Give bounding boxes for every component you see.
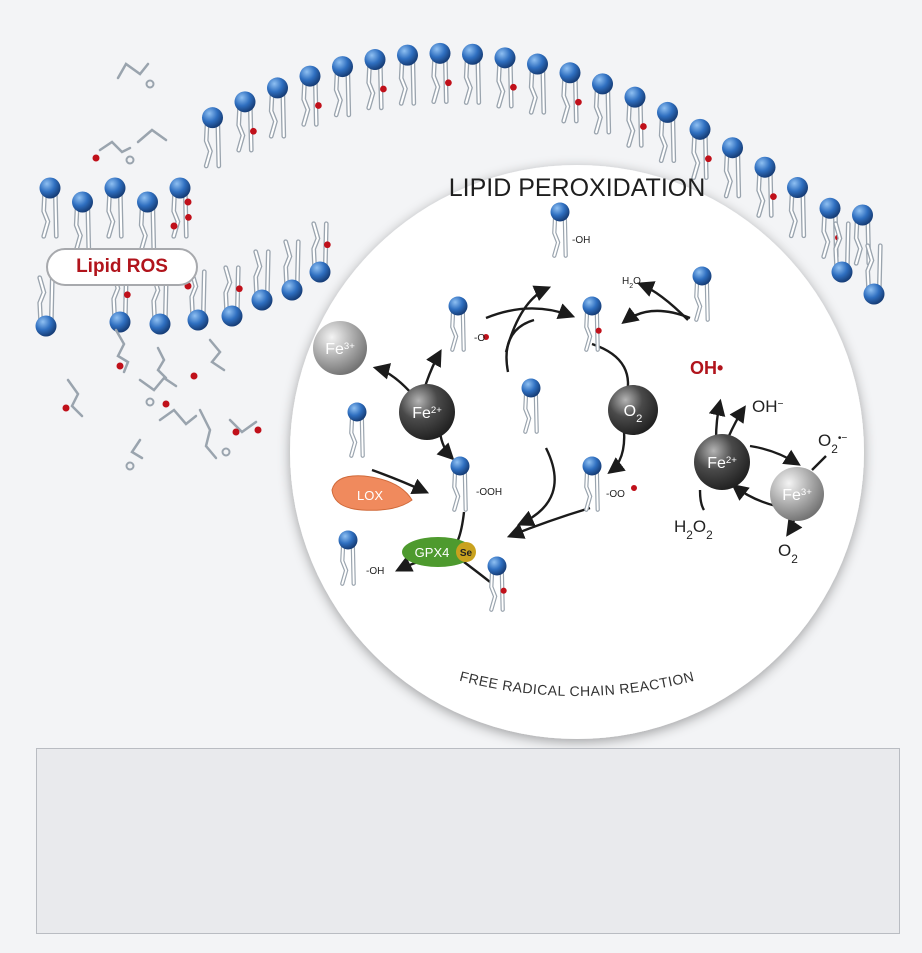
membrane-lipid-lower xyxy=(309,221,331,283)
membrane-lipid-upper xyxy=(397,44,418,106)
mda-fragment xyxy=(98,140,132,154)
membrane-lipid-upper xyxy=(72,191,93,253)
membrane-lipid-upper xyxy=(722,137,743,199)
svg-text:Fe2+: Fe2+ xyxy=(412,405,442,423)
membrane-lipid-upper xyxy=(559,62,582,124)
membrane-lipid-upper xyxy=(332,56,353,118)
pl-alkoxyl-label: -O xyxy=(474,333,485,344)
pl-chain xyxy=(521,378,541,434)
membrane-lipid-upper xyxy=(754,156,777,218)
membrane-lipid-upper xyxy=(234,91,257,153)
membrane-lipid-upper xyxy=(592,73,613,135)
svg-text:Fe3+: Fe3+ xyxy=(782,487,812,505)
membrane-lipid-lower xyxy=(187,269,209,331)
membrane-lipid-upper xyxy=(624,86,647,148)
superoxide-label: O2•− xyxy=(818,431,847,456)
svg-text:O2: O2 xyxy=(624,403,643,425)
pl-peroxyl-label: -OO xyxy=(606,489,625,500)
membrane-lipid-upper xyxy=(787,177,808,239)
lipid-membrane xyxy=(35,42,885,337)
peroxidation-circle xyxy=(290,165,864,739)
hydroxyl-radical-label: OH• xyxy=(690,358,723,378)
arrow-fe-redox xyxy=(749,444,801,466)
water-label: H2O xyxy=(622,276,641,290)
oxygen-product-label: O2 xyxy=(778,541,798,566)
lox-enzyme: LOX xyxy=(331,475,413,511)
diagram-title: LIPID PEROXIDATION xyxy=(449,174,706,202)
membrane-lipid-upper xyxy=(299,65,322,127)
pl-h2o-donor xyxy=(692,266,712,322)
svg-text:Fe2+: Fe2+ xyxy=(707,455,737,473)
membrane-lipid-lower xyxy=(281,239,303,301)
lipid-ros-badge: Lipid ROS xyxy=(46,248,198,286)
pl-alcohol-label: -OH xyxy=(572,235,590,246)
svg-text:LOX: LOX xyxy=(357,488,383,503)
phospholipid-molecules xyxy=(338,202,712,612)
pl-peroxyl-radical xyxy=(582,456,602,512)
pl-alcohol-product xyxy=(338,530,358,586)
o2-molecule: O2 xyxy=(608,385,658,435)
gpx4-enzyme: GPX4 Se xyxy=(402,537,476,567)
membrane-lipid-upper xyxy=(39,177,61,239)
membrane-lipid-upper xyxy=(104,177,126,239)
oxidized-fragments xyxy=(66,62,258,471)
svg-text:Fe3+: Fe3+ xyxy=(325,341,355,359)
pl-lox-substrate xyxy=(347,402,367,458)
membrane-lipid-upper xyxy=(494,47,517,109)
fe2-ion-right: Fe2+ xyxy=(694,434,750,490)
pl-radical xyxy=(582,296,602,352)
arrow-to-pl-radical xyxy=(485,303,576,320)
fe3-ion-left: Fe3+ xyxy=(313,321,367,375)
svg-text:GPX4: GPX4 xyxy=(415,545,450,560)
membrane-lipid-upper xyxy=(689,118,712,181)
membrane-lipid-upper xyxy=(462,43,483,105)
membrane-lipid-upper xyxy=(657,101,678,164)
hydrogen-peroxide-label: H2O2 xyxy=(674,517,713,542)
hydroxide-label: OH− xyxy=(752,397,784,416)
pl-hydroperoxide xyxy=(450,456,470,512)
pl-alcohol-label-2: -OH xyxy=(366,566,384,577)
svg-text:Se: Se xyxy=(460,548,473,559)
pl-alcohol xyxy=(550,202,570,258)
membrane-lipid-lower xyxy=(251,249,273,311)
membrane-lipid-upper xyxy=(364,49,387,111)
mda-fragment xyxy=(116,62,150,80)
membrane-lipid-lower xyxy=(863,243,885,305)
fe3-ion-right: Fe3+ xyxy=(770,467,824,521)
membrane-lipid-upper xyxy=(169,177,192,239)
fragment-radicals xyxy=(62,154,262,436)
arrow-lox xyxy=(371,468,430,494)
membrane-lipid-lower xyxy=(831,221,853,283)
arrow-fe3 xyxy=(372,363,413,395)
membrane-lipid-upper xyxy=(137,191,158,253)
arrow-to-peroxyl xyxy=(607,429,626,475)
arrow-chain xyxy=(516,447,556,526)
legend-box xyxy=(36,748,900,934)
pufa-fragment xyxy=(114,328,130,374)
pl-alkoxyl-radical xyxy=(448,296,468,352)
membrane-lipid-lower xyxy=(35,275,57,337)
membrane-lipid-upper xyxy=(267,77,288,139)
pl-hydroperoxide-label: -OOH xyxy=(476,487,502,498)
membrane-lipid-upper xyxy=(202,107,223,169)
membrane-lipid-upper xyxy=(429,42,452,104)
pl-radical-product xyxy=(487,556,507,612)
membrane-lipid-upper xyxy=(527,53,548,115)
fe2-ion-center: Fe2+ xyxy=(399,384,455,440)
membrane-lipid-lower xyxy=(221,265,243,327)
